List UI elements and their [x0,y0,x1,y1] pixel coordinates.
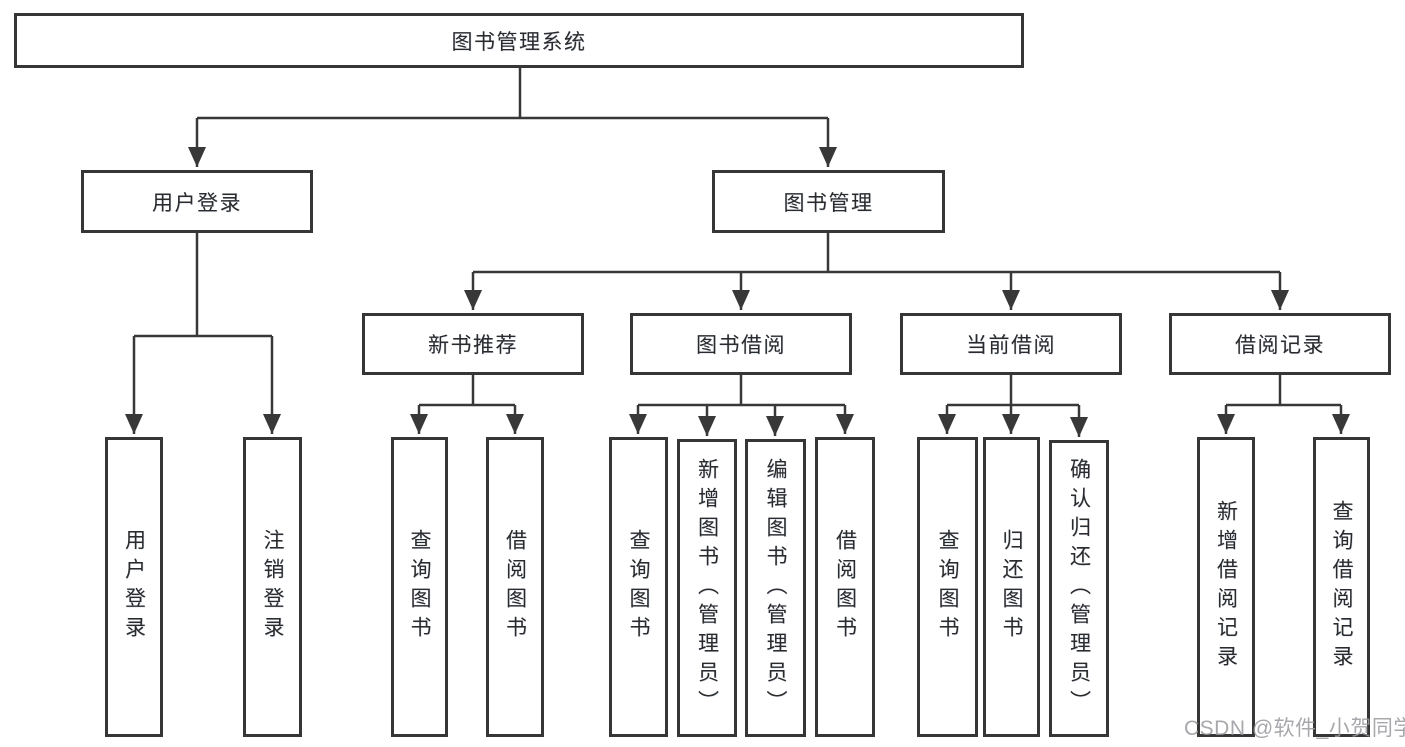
leaf-borrow-edit-book: 编辑图书（管理员） [745,439,806,737]
leaf-borrow-add-book: 新增图书（管理员） [677,439,737,737]
leaf-record-add: 新增借阅记录 [1197,437,1255,737]
leaf-record-query: 查询借阅记录 [1313,437,1370,737]
node-current-borrow-label: 当前借阅 [966,334,1056,357]
leaf-borrow-query-label: 查询图书 [627,529,650,645]
node-root: 图书管理系统 [14,13,1024,68]
node-book-borrow: 图书借阅 [630,313,852,375]
leaf-current-query-label: 查询图书 [936,529,959,645]
leaf-borrow-add-book-label: 新增图书（管理员） [695,457,719,719]
node-borrow-record-label: 借阅记录 [1235,334,1325,357]
leaf-logout: 注销登录 [243,437,302,737]
node-borrow-record: 借阅记录 [1169,313,1391,375]
leaf-borrow-borrow-book: 借阅图书 [815,437,875,737]
leaf-newbook-borrow: 借阅图书 [486,437,544,737]
leaf-logout-label: 注销登录 [261,529,284,645]
node-new-book-recommend-label: 新书推荐 [428,334,518,357]
leaf-current-confirm-return: 确认归还（管理员） [1049,440,1109,737]
leaf-newbook-borrow-label: 借阅图书 [503,529,527,645]
node-book-borrow-label: 图书借阅 [696,334,786,357]
node-book-management: 图书管理 [712,170,945,233]
node-root-label: 图书管理系统 [451,30,587,54]
leaf-borrow-borrow-book-label: 借阅图书 [833,529,857,645]
node-current-borrow: 当前借阅 [900,313,1122,375]
leaf-newbook-query-label: 查询图书 [408,529,431,645]
leaf-newbook-query: 查询图书 [391,437,448,737]
csdn-watermark: CSDN @软件_小贺同学 [1184,717,1405,740]
leaf-borrow-edit-book-label: 编辑图书（管理员） [764,457,787,719]
leaf-record-add-label: 新增借阅记录 [1214,500,1238,674]
leaf-user-login: 用户登录 [105,437,163,737]
node-user-login-label: 用户登录 [152,191,242,215]
node-new-book-recommend: 新书推荐 [362,313,584,375]
leaf-current-confirm-return-label: 确认归还（管理员） [1067,458,1091,719]
node-book-management-label: 图书管理 [783,191,874,215]
leaf-current-query: 查询图书 [917,437,978,737]
node-user-login: 用户登录 [81,170,313,233]
leaf-user-login-label: 用户登录 [122,529,146,645]
leaf-record-query-label: 查询借阅记录 [1330,500,1353,674]
leaf-current-return: 归还图书 [983,437,1040,737]
leaf-current-return-label: 归还图书 [1000,529,1023,645]
leaf-borrow-query: 查询图书 [609,437,668,737]
